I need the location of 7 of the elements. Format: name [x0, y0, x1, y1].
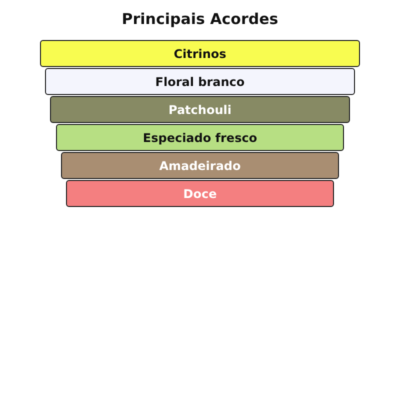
accord-bar: Amadeirado: [60, 152, 340, 179]
accord-bar: Doce: [66, 180, 334, 207]
chart-title: Principais Acordes: [120, 10, 280, 28]
accord-bar: Especiado fresco: [56, 124, 344, 151]
accord-bar: Floral branco: [45, 68, 355, 95]
accord-bar: Patchouli: [50, 96, 350, 123]
accord-bar: Citrinos: [40, 40, 360, 67]
